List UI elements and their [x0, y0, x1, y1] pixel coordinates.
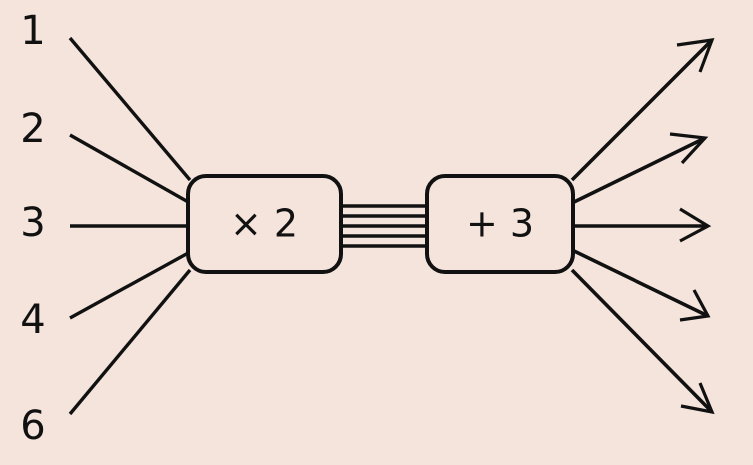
output-arrow-1 [570, 38, 715, 182]
output-arrow-1-shaft [570, 38, 714, 182]
input-wire-6 [68, 268, 192, 416]
input-label-4: 4 [20, 297, 45, 343]
output-arrow-4 [571, 248, 711, 322]
input-wire-2 [69, 133, 191, 205]
output-arrow-3 [572, 207, 712, 243]
output-arrow-6-head [680, 382, 715, 415]
output-arrow-6 [570, 268, 715, 415]
input-label-2: 2 [20, 106, 45, 152]
input-wire-4 [69, 250, 191, 320]
output-arrow-2-head [669, 132, 709, 165]
multiply-machine-label: × 2 [230, 202, 298, 246]
input-label-1: 1 [20, 8, 45, 54]
output-arrow-2 [571, 132, 709, 205]
output-arrow-6-shaft [570, 268, 714, 414]
input-labels-group: 1 2 3 4 6 [20, 8, 45, 449]
output-arrow-4-head [679, 289, 711, 322]
input-label-6: 6 [20, 403, 45, 449]
input-wires-group [68, 36, 192, 416]
input-label-3: 3 [20, 200, 45, 246]
machine-connector-bus [341, 204, 427, 248]
output-arrow-1-head [676, 38, 715, 73]
output-arrow-4-shaft [571, 248, 709, 318]
add-machine[interactable]: + 3 [425, 174, 575, 274]
add-machine-label: + 3 [466, 202, 534, 246]
output-arrow-2-shaft [571, 136, 706, 205]
add-machine-box[interactable] [425, 174, 575, 274]
input-wire-1 [68, 36, 192, 182]
output-arrow-3-head [679, 207, 712, 243]
multiply-machine[interactable]: × 2 [186, 174, 343, 274]
output-arrows-group [570, 38, 715, 415]
multiply-machine-box[interactable] [186, 174, 343, 274]
